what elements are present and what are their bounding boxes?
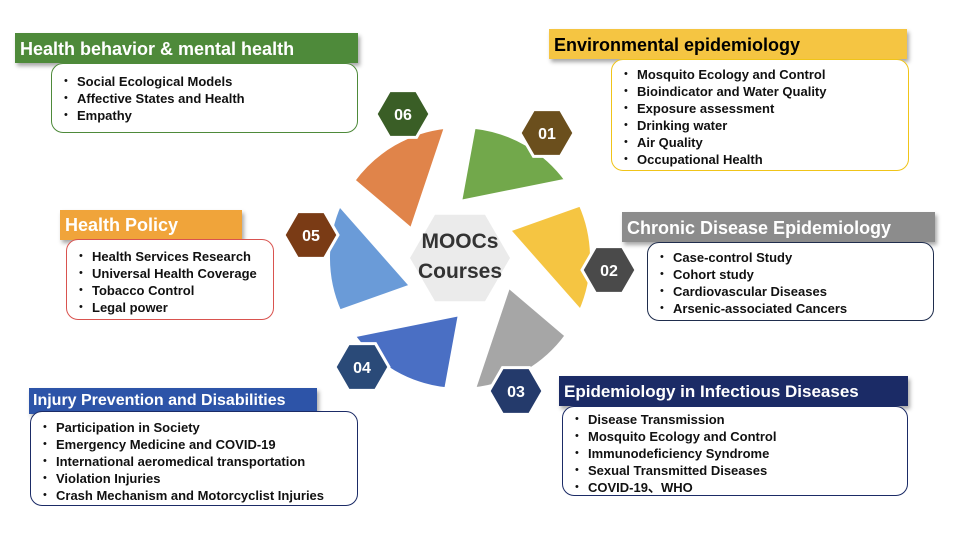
list-item: Mosquito Ecology and Control xyxy=(620,66,908,83)
environmental-epidemiology-title-text: Environmental epidemiology xyxy=(554,35,801,55)
segment-number: 06 xyxy=(394,107,412,124)
list-item: Disease Transmission xyxy=(571,411,907,428)
segment-number: 02 xyxy=(600,263,618,280)
chronic-disease-epidemiology-list: Case-control StudyCohort studyCardiovasc… xyxy=(647,242,934,321)
segment-badge-06: 06 xyxy=(374,89,432,139)
infectious-diseases-title: Epidemiology in Infectious Diseases xyxy=(559,376,908,406)
list-item: Sexual Transmitted Diseases xyxy=(571,462,907,479)
environmental-epidemiology-list: Mosquito Ecology and ControlBioindicator… xyxy=(611,59,909,171)
segment-badge-01: 01 xyxy=(518,108,576,158)
chronic-disease-epidemiology-title: Chronic Disease Epidemiology xyxy=(622,212,935,242)
infectious-diseases-title-text: Epidemiology in Infectious Diseases xyxy=(564,382,859,401)
list-item: Social Ecological Models xyxy=(60,73,357,90)
segment-number: 05 xyxy=(302,228,320,245)
segment-badge-hexagon xyxy=(333,342,391,392)
list-item: COVID-19、WHO xyxy=(571,479,907,496)
injury-prevention-title-text: Injury Prevention and Disabilities xyxy=(33,392,286,409)
segment-badge-hexagon xyxy=(282,210,340,260)
list-item: Affective States and Health xyxy=(60,90,357,107)
list-item: Tobacco Control xyxy=(75,282,273,299)
list-item: Bioindicator and Water Quality xyxy=(620,83,908,100)
segment-badge-02: 02 xyxy=(580,245,638,295)
health-behavior-title: Health behavior & mental health xyxy=(15,33,358,63)
environmental-epidemiology-title: Environmental epidemiology xyxy=(549,29,907,59)
segment-badge-03: 03 xyxy=(487,366,545,416)
injury-prevention-title: Injury Prevention and Disabilities xyxy=(29,388,317,414)
health-policy-title: Health Policy xyxy=(60,210,242,240)
list-item: Exposure assessment xyxy=(620,100,908,117)
list-item: Emergency Medicine and COVID-19 xyxy=(39,436,357,453)
list-item: Violation Injuries xyxy=(39,470,357,487)
health-behavior-list: Social Ecological ModelsAffective States… xyxy=(51,63,358,133)
list-item: Occupational Health xyxy=(620,151,908,168)
list-item: International aeromedical transportation xyxy=(39,453,357,470)
segment-badge-05: 05 xyxy=(282,210,340,260)
infectious-diseases-list: Disease TransmissionMosquito Ecology and… xyxy=(562,406,908,496)
list-item: Immunodeficiency Syndrome xyxy=(571,445,907,462)
health-policy-list: Health Services ResearchUniversal Health… xyxy=(66,239,274,320)
list-item: Crash Mechanism and Motorcyclist Injurie… xyxy=(39,487,357,504)
list-item: Universal Health Coverage xyxy=(75,265,273,282)
list-item: Cohort study xyxy=(656,266,933,283)
center-hexagon: MOOCs Courses xyxy=(410,214,510,302)
list-item: Air Quality xyxy=(620,134,908,151)
segment-number: 03 xyxy=(507,384,525,401)
health-policy-title-text: Health Policy xyxy=(65,215,179,235)
list-item: Legal power xyxy=(75,299,273,316)
segment-number: 01 xyxy=(538,126,556,143)
health-behavior-title-text: Health behavior & mental health xyxy=(20,39,295,59)
list-item: Health Services Research xyxy=(75,248,273,265)
wheel-segment-injury xyxy=(325,202,414,314)
segment-number: 04 xyxy=(353,360,371,377)
wheel-segment-infectious xyxy=(351,312,462,392)
injury-prevention-list: Participation in SocietyEmergency Medici… xyxy=(30,411,358,506)
list-item: Arsenic-associated Cancers xyxy=(656,300,933,317)
list-item: Mosquito Ecology and Control xyxy=(571,428,907,445)
list-item: Cardiovascular Diseases xyxy=(656,283,933,300)
list-item: Case-control Study xyxy=(656,249,933,266)
center-label-line1: MOOCs xyxy=(421,230,498,253)
segment-badge-hexagon xyxy=(580,245,638,295)
segment-badge-hexagon xyxy=(487,366,545,416)
segment-badge-04: 04 xyxy=(333,342,391,392)
segment-badge-hexagon xyxy=(374,89,432,139)
wheel-segment-policy xyxy=(351,124,449,232)
list-item: Empathy xyxy=(60,107,357,124)
segment-badge-hexagon xyxy=(518,108,576,158)
chronic-disease-epidemiology-title-text: Chronic Disease Epidemiology xyxy=(627,218,892,238)
list-item: Participation in Society xyxy=(39,419,357,436)
center-label-line2: Courses xyxy=(418,260,502,283)
list-item: Drinking water xyxy=(620,117,908,134)
